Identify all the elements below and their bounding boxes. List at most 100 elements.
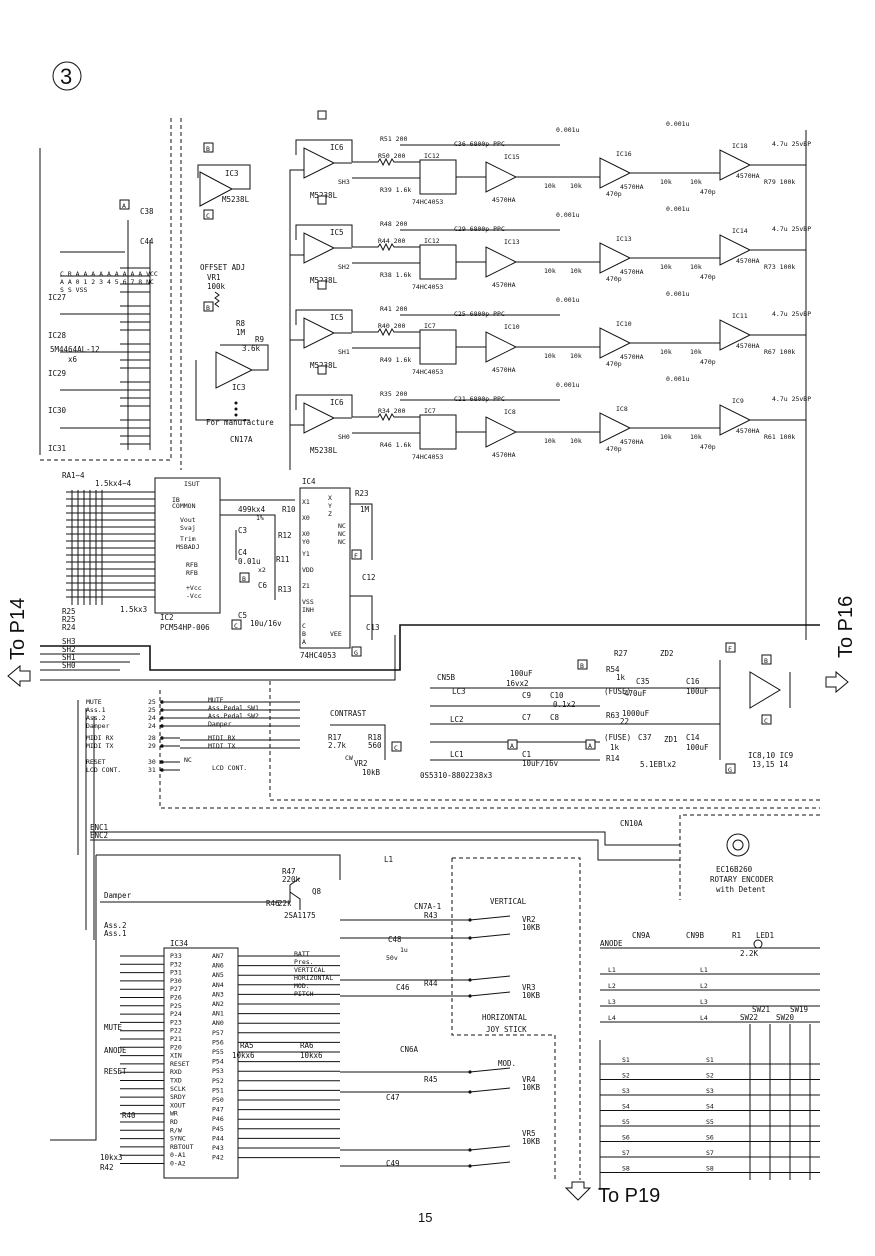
c9-label: C9	[522, 691, 531, 700]
connector-pin	[160, 736, 164, 740]
joystick-pin	[468, 936, 472, 940]
joystick-wire	[340, 1145, 511, 1151]
input-opamp-wires	[289, 139, 353, 470]
svg-text:x2: x2	[258, 566, 266, 574]
r40-value: 10kx3	[100, 1153, 123, 1162]
r-array-value: 1.5kx3	[120, 605, 147, 614]
stage-cap-a: 0.001u	[556, 381, 580, 389]
board-boundary-left	[40, 118, 172, 461]
input-resistor-c: R38 1.6k	[380, 271, 411, 279]
svg-text:VDD: VDD	[302, 566, 314, 574]
key-s-label-right: S2	[706, 1072, 714, 1080]
power-flag	[317, 110, 327, 120]
ic-note2: 13,15 14	[752, 760, 789, 769]
input-resistor-a: R48 200	[380, 220, 407, 228]
cn9a-label: CN9A	[632, 931, 651, 940]
to-p16-link[interactable]: To P16	[835, 596, 857, 658]
cpu-left-pin: 0-A2	[170, 1160, 186, 1168]
filter-capacitor: C29 6800p PPC	[454, 225, 505, 233]
final-r-b: 10k	[690, 433, 702, 441]
c35-label: C35	[636, 677, 650, 686]
r63-label: R63	[606, 711, 620, 720]
connector-bus	[77, 700, 95, 940]
to-p19-link[interactable]: To P19	[598, 1185, 660, 1207]
ic3-top-part: M5238L	[222, 195, 250, 204]
filter-opamp	[485, 161, 518, 193]
svg-text:RFB: RFB	[186, 561, 198, 569]
sw19-label: SW19	[790, 1005, 808, 1014]
key-s-label: S6	[622, 1134, 630, 1142]
svg-text:COMMON: COMMON	[172, 502, 196, 510]
ra6-label: RA6	[300, 1041, 314, 1050]
nav-bottom[interactable]: To P19	[564, 1181, 660, 1207]
nc-label: NC	[184, 756, 192, 764]
vr4-value: 10KB	[522, 1083, 541, 1092]
c4-label: C4	[238, 548, 248, 557]
power-flag	[317, 195, 327, 205]
final-cap-470p: 470p	[700, 273, 716, 281]
final-opamp	[719, 234, 752, 266]
ic2-label: IC2	[160, 613, 174, 622]
key-l-label: L2	[608, 982, 616, 990]
cpu-left-pin: P27	[170, 985, 182, 993]
final-r-b: 10k	[690, 178, 702, 186]
mux-label: IC7	[424, 407, 436, 415]
nav-left[interactable]: To P14	[7, 598, 31, 688]
to-p14-link[interactable]: To P14	[7, 598, 29, 660]
ra1-value: 1.5kx4~4	[95, 479, 132, 488]
input-resistor-b: R50 200	[378, 152, 405, 160]
r10-value: 499kx4	[238, 505, 266, 514]
key-s-label: S3	[622, 1087, 630, 1095]
cpu-left-pin: P21	[170, 1035, 182, 1043]
encoder-part: EC16B260	[716, 865, 753, 874]
svg-text:Svaj: Svaj	[180, 524, 196, 532]
c10-label: C10	[550, 691, 564, 700]
cpu-right-pin: P56	[212, 1038, 224, 1046]
q8-part: 2SA1175	[284, 911, 316, 920]
c5-label: C5	[238, 611, 247, 620]
connector-pin-label: Damper	[86, 722, 110, 730]
mem-ic31: IC31	[48, 444, 66, 453]
cn6a-label: CN6A	[400, 1045, 419, 1054]
connector-pin-label: MIDI RX	[86, 734, 113, 742]
cpu-right-pin: P53	[212, 1067, 224, 1075]
c44-label: C44	[140, 237, 154, 246]
for-manufacture-label: For manufacture	[206, 418, 274, 427]
final-opamp	[719, 149, 752, 181]
nav-right[interactable]: To P16	[825, 596, 857, 694]
stage-opamp-label: IC10	[616, 320, 632, 328]
final-cap: 0.001u	[666, 375, 690, 383]
svg-text:ISUT: ISUT	[184, 480, 200, 488]
key-s-label: S1	[622, 1056, 630, 1064]
c49-label: C49	[386, 1159, 400, 1168]
r42-label: R42	[100, 1163, 114, 1172]
r54-label: R54	[606, 665, 620, 674]
r8-label: R8	[236, 319, 246, 328]
damper-out-label: Damper	[208, 720, 232, 728]
filter-opamp-label: IC8	[504, 408, 516, 416]
svg-text:C: C	[206, 212, 210, 220]
joystick-wire	[340, 1161, 511, 1167]
q8-section: L1 R47 220k Q8 R46 22k 2SA1175 Damper	[50, 854, 393, 1141]
page-number: 15	[418, 1210, 432, 1225]
connector-pin	[160, 724, 164, 728]
cpu-left-pin: SRDY	[170, 1093, 186, 1101]
c11-rating: 16vx2	[506, 679, 529, 688]
board-boundary-mid2	[159, 690, 820, 809]
c1-label: C1	[522, 750, 531, 759]
input-opamp	[303, 232, 336, 264]
joystick-wire	[340, 933, 511, 939]
fuse-label-bottom: (FUSE)	[604, 733, 631, 742]
joystick-wire	[340, 1067, 511, 1073]
key-l-label-right: L3	[700, 998, 708, 1006]
filter-opamp	[485, 331, 518, 363]
cpu-right-pin: AN7	[212, 952, 224, 960]
power-flag	[317, 280, 327, 290]
svg-text:B: B	[242, 575, 246, 583]
input-opamp	[303, 147, 336, 179]
r17-label: R17	[328, 733, 342, 742]
cpu-right-pin: AN0	[212, 1019, 224, 1027]
sh3-label: SH3	[62, 637, 76, 646]
